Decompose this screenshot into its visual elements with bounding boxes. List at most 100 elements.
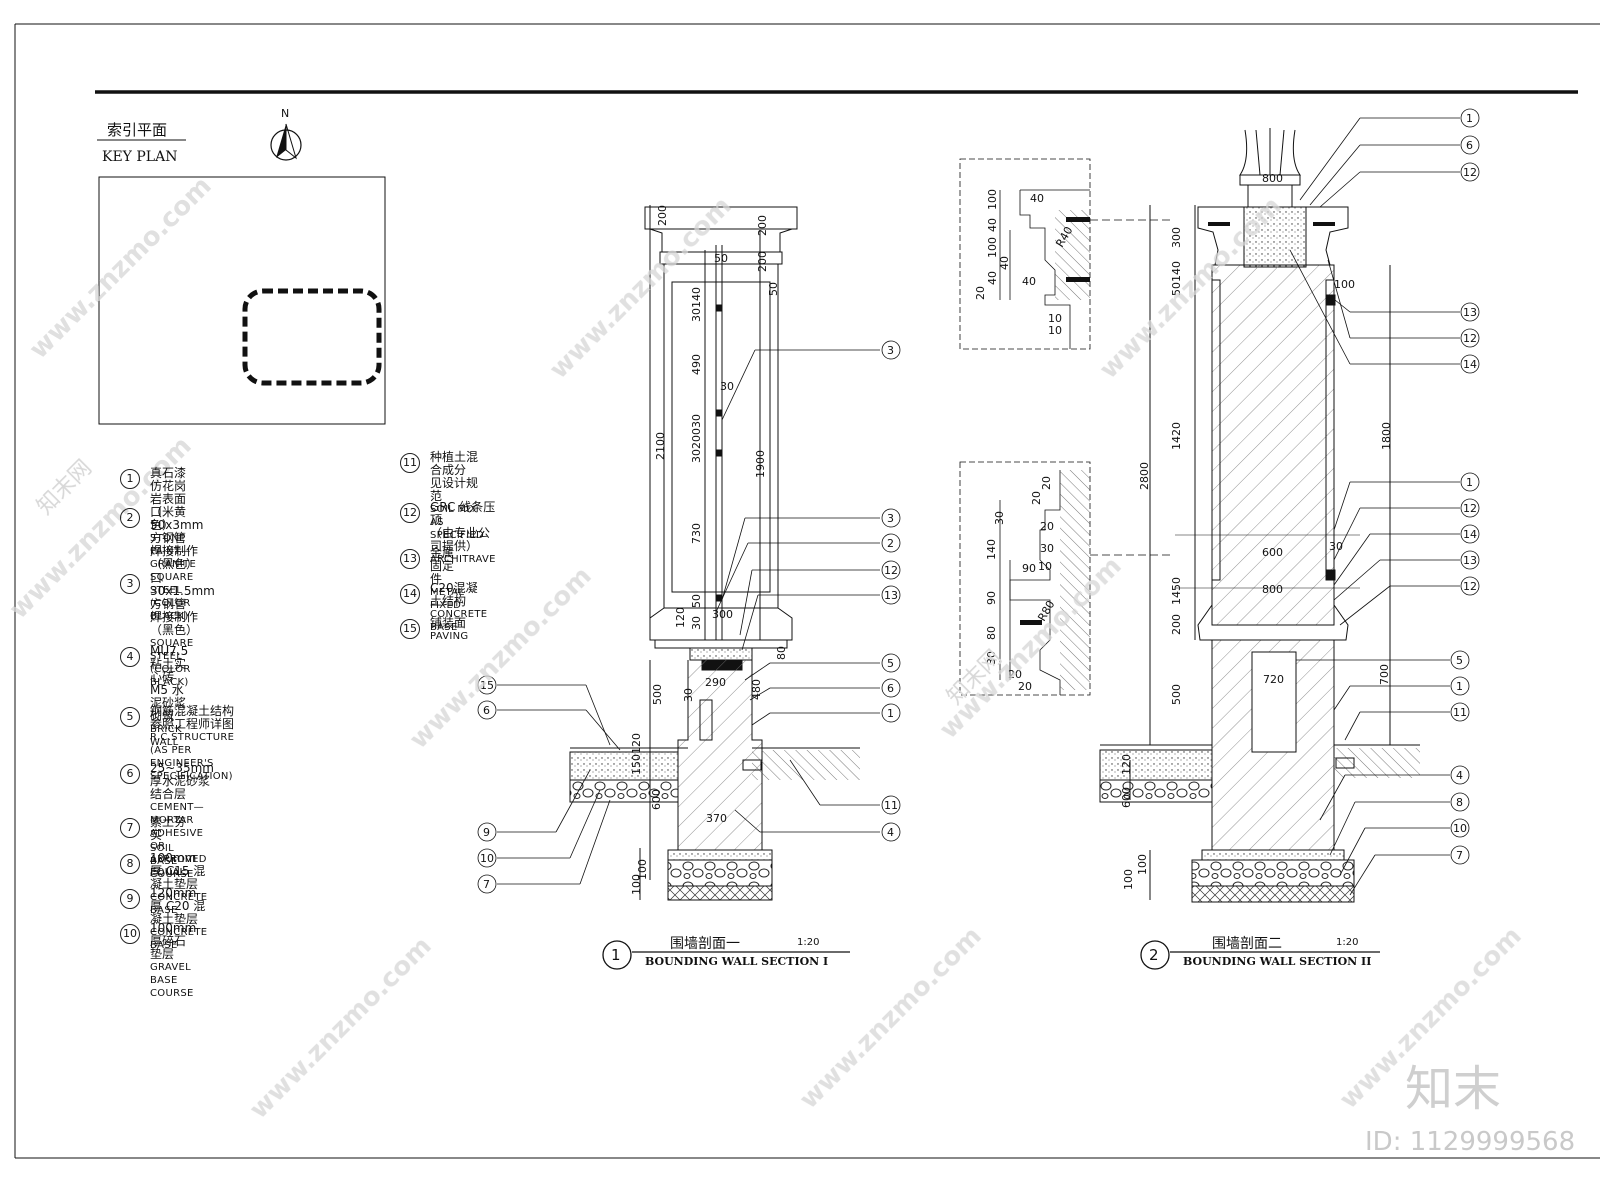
- svg-text:5: 5: [1456, 654, 1463, 667]
- svg-text:11: 11: [884, 799, 898, 812]
- dim-label: 600: [650, 789, 663, 810]
- section-2-title-block: [1140, 940, 1380, 970]
- svg-text:7: 7: [483, 878, 490, 891]
- north-arrow-icon: [270, 123, 302, 161]
- dim-label: 3020030: [690, 414, 703, 463]
- legend-cn: 金属固定件: [430, 546, 455, 586]
- legend-number: 11: [400, 453, 420, 473]
- dim-label: 200: [656, 205, 669, 226]
- dim-label: 1420: [1170, 422, 1183, 450]
- svg-text:13: 13: [1463, 554, 1477, 567]
- watermark-text: www.znzmo.com: [544, 191, 738, 385]
- dim-label: 1800: [1380, 422, 1393, 450]
- legend-en: GRAVEL BASE COURSE: [150, 962, 194, 999]
- section-1-title-block: [602, 940, 850, 970]
- legend-number: 4: [120, 647, 140, 667]
- dim-label: 80: [775, 646, 788, 660]
- legend-en: PAVING: [430, 631, 469, 642]
- dim-label: 800: [1262, 583, 1283, 596]
- section-1-title-en: BOUNDING WALL SECTION I: [645, 955, 829, 968]
- dim-label: 500: [1170, 684, 1183, 705]
- dim-label: 90: [1022, 562, 1036, 575]
- legend-number: 13: [400, 549, 420, 569]
- svg-text:1: 1: [1466, 476, 1473, 489]
- legend-cn: GRC 线条压顶: [430, 500, 496, 527]
- section-1-drawing: [569, 205, 860, 901]
- legend-en: METAL FIXED: [430, 587, 465, 611]
- dim-label: 600: [1120, 787, 1133, 808]
- dim-label: 20: [1030, 491, 1043, 505]
- dim-label: 40: [1030, 192, 1044, 205]
- section-1-number: 1: [611, 946, 621, 964]
- legend-cn: 素土夯实: [150, 815, 187, 842]
- svg-text:12: 12: [1463, 166, 1477, 179]
- svg-text:6: 6: [483, 704, 490, 717]
- legend-number: 1: [120, 469, 140, 489]
- dim-label: 80: [985, 626, 998, 640]
- dim-label: 100: [630, 874, 643, 895]
- svg-text:4: 4: [1456, 769, 1463, 782]
- legend-number: 14: [400, 584, 420, 604]
- watermark-text: www.znzmo.com: [794, 921, 988, 1115]
- svg-text:3: 3: [887, 344, 894, 357]
- dim-label: 200: [1170, 614, 1183, 635]
- legend-cn: （由专业公司提供）: [430, 526, 491, 553]
- svg-text:11: 11: [1453, 706, 1467, 719]
- legend-number: 6: [120, 764, 140, 784]
- dim-label: 50140: [1170, 261, 1183, 296]
- svg-text:4: 4: [887, 826, 894, 839]
- svg-text:1: 1: [1466, 112, 1473, 125]
- svg-text:6: 6: [1466, 139, 1473, 152]
- dim-label: 30: [690, 616, 703, 630]
- legend-en: CEMENT—MORTAR: [150, 802, 204, 826]
- dim-label: 40: [986, 271, 999, 285]
- legend-en: ENGINEER'S SPECIFICATION): [150, 758, 233, 782]
- legend-en: STONE PAINT—GRANITE: [150, 533, 197, 570]
- dim-label: 50: [690, 594, 703, 608]
- legend-en: ADHESIVE OR APPROVED EQUAL: [150, 828, 207, 878]
- dim-label: 30: [985, 651, 998, 665]
- dim-label: 90: [985, 591, 998, 605]
- dim-label: 300: [712, 608, 733, 621]
- dim-label: 20: [1040, 520, 1054, 533]
- legend-cn: 真石漆仿花岗岩表面（米黄色）: [150, 466, 187, 532]
- dim-label: 120: [1120, 754, 1133, 775]
- section-2-drawing: [1099, 128, 1420, 903]
- dim-label: 30: [1040, 542, 1054, 555]
- dim-label: 40: [1022, 275, 1036, 288]
- legend-en: (COLOR BLACK): [150, 664, 191, 688]
- legend-cn: 种植土混合成分: [430, 450, 479, 477]
- key-plan: [97, 123, 386, 425]
- svg-text:1: 1: [1456, 680, 1463, 693]
- dim-label: 490: [690, 354, 703, 375]
- svg-text:2: 2: [887, 537, 894, 550]
- section-1-callouts: 3 3 2 12 13 5 6 1 11 4 15 6 9 10 7: [477, 340, 901, 894]
- dim-label: 290: [705, 676, 726, 689]
- svg-text:3: 3: [887, 512, 894, 525]
- svg-text:10: 10: [1453, 822, 1467, 835]
- legend-en: ARCHITRAVE: [430, 554, 496, 565]
- dim-label: 50: [714, 252, 728, 265]
- dim-label: 300: [1170, 227, 1183, 248]
- dim-label: 100: [986, 237, 999, 258]
- key-plan-title-cn: 索引平面: [107, 121, 168, 139]
- legend-en: CONCRETE BASE: [150, 892, 208, 916]
- dim-label: 30: [720, 380, 734, 393]
- watermark-text: www.znzmo.com: [244, 931, 438, 1125]
- detail-bottom: [959, 461, 1091, 696]
- legend-cn: MU7.5粘土实心砖: [150, 644, 189, 684]
- watermark-logo: 知末: [1405, 1061, 1501, 1117]
- section-1-title-cn: 围墙剖面一: [670, 936, 740, 952]
- svg-text:15: 15: [480, 679, 494, 692]
- legend-number: 12: [400, 503, 420, 523]
- dim-label: 2800: [1138, 462, 1151, 490]
- legend-cn: 100mm厚碎石垫层: [150, 921, 197, 961]
- dim-label: 600: [1262, 546, 1283, 559]
- svg-text:1: 1: [887, 707, 894, 720]
- dim-label: 2100: [654, 432, 667, 460]
- svg-text:12: 12: [1463, 332, 1477, 345]
- dim-label: 40: [986, 218, 999, 232]
- dim-label: 10: [1038, 560, 1052, 573]
- svg-text:13: 13: [1463, 306, 1477, 319]
